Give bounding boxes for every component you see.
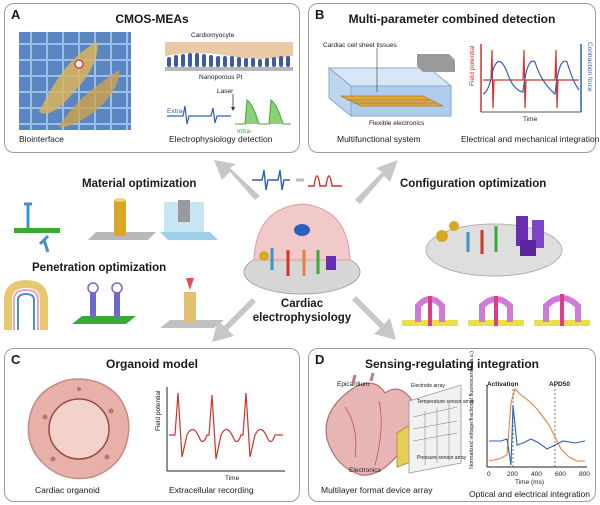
- label-apd50: APD50: [549, 381, 570, 388]
- contraction-force-trace: [482, 60, 580, 96]
- x-tick-400: 400: [531, 471, 542, 478]
- voltage-trace: [489, 404, 586, 466]
- hub-dish: [243, 203, 361, 295]
- panel-d: D Sensing-regulating integration Epicard…: [308, 348, 596, 502]
- label-laser: Laser: [217, 88, 234, 95]
- label-intra: Intra-: [237, 128, 253, 135]
- hub-title-line1: Cardiac: [280, 298, 324, 310]
- panel-b-caption-left: Multifunctional system: [337, 134, 421, 144]
- label-cell-sheet: Cardiac cell sheet tissues: [323, 42, 397, 49]
- label-nanoporous-pt: Nanoporous Pt: [199, 74, 243, 81]
- panel-a: A CMOS-MEAs Biointerface Cardiomyocyte N…: [4, 3, 300, 153]
- panel-a-caption-left: Biointerface: [19, 134, 64, 144]
- panel-b-caption-right: Electrical and mechanical integration: [461, 134, 600, 144]
- material-illustrations: [14, 198, 218, 253]
- y-label-normalized: Normalized voltage/fractional fluorescen…: [469, 350, 475, 469]
- x-label-time-ms: Time (ms): [515, 479, 545, 486]
- panel-d-caption-left: Multilayer format device array: [321, 485, 433, 495]
- panel-d-caption-right: Optical and electrical integration: [469, 489, 590, 499]
- label-epicardium: Epicardium: [337, 381, 370, 388]
- panel-c-caption-right: Extracellular recording: [169, 485, 254, 495]
- panel-b: B Multi-parameter combined detection Car…: [308, 3, 600, 153]
- panel-a-label: A: [11, 7, 21, 22]
- extracellular-trace: [169, 392, 283, 460]
- panel-a-caption-right: Electrophysiology detection: [169, 134, 273, 144]
- hub-traces: [252, 169, 342, 191]
- label-pressure-array: Pressure sensor array: [417, 455, 467, 461]
- cardiomyocyte-cell: [39, 42, 98, 114]
- y-label-field-potential: Field potential: [155, 390, 162, 431]
- field-force-plot: [480, 44, 582, 113]
- panel-b-title: Multi-parameter combined detection: [348, 12, 556, 26]
- electrophysiology-traces: [167, 94, 291, 125]
- heading-penetration-optimization: Penetration optimization: [32, 262, 167, 274]
- multifunctional-device: [327, 48, 455, 118]
- x-label-time: Time: [523, 116, 538, 123]
- configuration-pillars: [402, 294, 590, 326]
- heart-device: [325, 372, 462, 476]
- panel-b-label: B: [315, 7, 325, 22]
- label-temperature-array: Temperature sensor array: [417, 399, 475, 405]
- x-tick-600: 600: [555, 471, 566, 478]
- x-tick-200: 200: [507, 471, 518, 478]
- label-cardiomyocyte: Cardiomyocyte: [191, 32, 235, 39]
- configuration-dish: [425, 216, 563, 277]
- extracellular-trace: [167, 105, 231, 125]
- label-activation: Activation: [487, 381, 519, 388]
- label-electronics: Electronics: [349, 467, 381, 474]
- cardiac-organoid: [27, 378, 130, 480]
- intracellular-trace: [235, 99, 291, 125]
- panel-c-caption-left: Cardiac organoid: [35, 485, 100, 495]
- x-label-time: Time: [225, 475, 240, 482]
- panel-c-label: C: [11, 352, 21, 367]
- panel-d-label: D: [315, 352, 325, 367]
- penetration-illustrations: [3, 278, 224, 330]
- panel-a-title: CMOS-MEAs: [115, 12, 189, 26]
- label-flexible-electronics: Flexible electronics: [369, 120, 425, 127]
- label-electrode-array: Electrode array: [411, 383, 445, 389]
- extracellular-recording-plot: [166, 387, 285, 472]
- fluorescence-trace: [488, 387, 585, 462]
- cmos-mea-grid: [19, 32, 131, 130]
- cardiomyocyte-cell: [59, 70, 120, 128]
- panel-c: C Organoid model Cardiac organoid Field …: [4, 348, 300, 502]
- x-tick-0: 0: [487, 471, 491, 478]
- label-extra: Extra-: [167, 108, 185, 115]
- nanoporous-interface: [165, 42, 293, 71]
- heading-material-optimization: Material optimization: [82, 178, 197, 190]
- panel-c-title: Organoid model: [105, 357, 198, 371]
- x-tick-800: 800: [579, 471, 590, 478]
- hub-title-line2: electrophysiology: [252, 312, 352, 324]
- heading-configuration-optimization: Configuration optimization: [400, 178, 547, 190]
- optical-electrical-plot: [486, 385, 587, 468]
- panel-d-title: Sensing-regulating integration: [364, 357, 539, 371]
